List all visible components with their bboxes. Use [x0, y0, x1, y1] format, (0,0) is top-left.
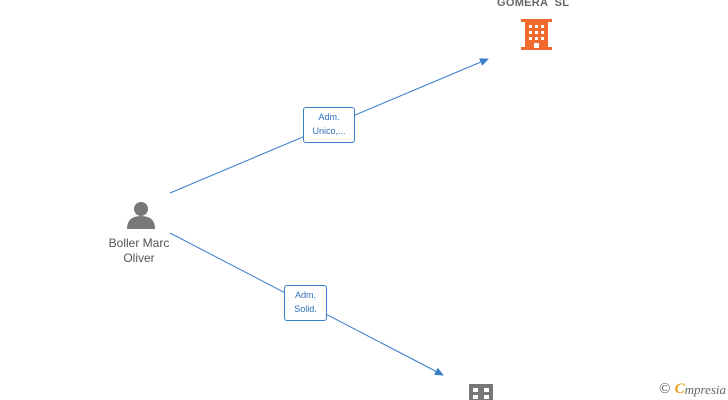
copyright-symbol: © [659, 381, 671, 397]
edge-label-line2: Unico,... [312, 126, 346, 136]
empresia-watermark: © C mpresia [659, 381, 726, 398]
edge-label-line2: Solid. [294, 304, 317, 314]
building-icon[interactable] [521, 19, 552, 50]
edge-label-admin-unico[interactable]: Adm. Unico,... [303, 107, 355, 143]
company-name-top[interactable]: GOMERA SL [497, 0, 570, 9]
person-name-line2: Oliver [123, 251, 155, 265]
person-name[interactable]: Boller Marc Oliver [99, 236, 179, 266]
brand-name: mpresia [684, 381, 726, 397]
edge-label-line1: Adm. [294, 290, 316, 300]
person-name-line1: Boller Marc [108, 236, 170, 250]
edge-label-line1: Adm. [318, 112, 340, 122]
edge-label-admin-solid[interactable]: Adm. Solid. [284, 285, 327, 321]
brand-initial: C [674, 381, 685, 397]
person-icon[interactable] [127, 202, 155, 229]
building-icon-bottom[interactable] [469, 384, 493, 400]
